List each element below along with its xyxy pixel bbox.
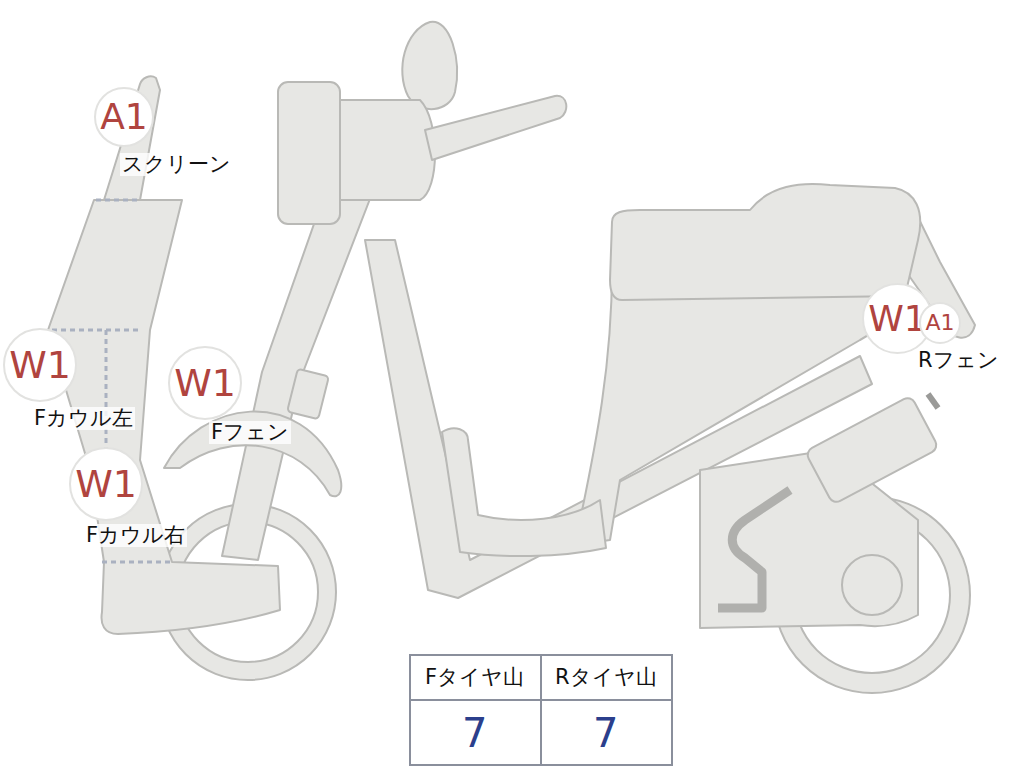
part-name: Fカウル右 — [84, 524, 187, 547]
seat — [610, 184, 920, 300]
callout-circle: A1 — [919, 302, 961, 344]
callout-circle: A1 — [94, 87, 154, 147]
callout-circle: W1 — [168, 346, 242, 420]
table-header: Fタイヤ山 — [425, 666, 524, 689]
part-name: スクリーン — [120, 153, 233, 176]
callout-code: A1 — [925, 312, 954, 334]
callout-circle: W1 — [3, 328, 77, 402]
table-value: 7 — [462, 711, 487, 755]
handlebar-grip — [425, 96, 566, 160]
exhaust-pipe — [718, 490, 790, 608]
front-fender — [164, 412, 341, 497]
callout-code: W1 — [174, 364, 236, 402]
callout-code: W1 — [868, 301, 927, 337]
callout-code: A1 — [100, 99, 148, 135]
headlight — [278, 82, 340, 224]
table-header: Rタイヤ山 — [555, 666, 657, 689]
fork-joint — [287, 369, 329, 419]
part-name: Fカウル左 — [32, 407, 135, 430]
part-name: Fフェン — [209, 421, 291, 444]
table-value: 7 — [593, 711, 618, 755]
part-name: Rフェン — [916, 349, 1001, 372]
handle-cover — [330, 100, 435, 200]
callout-circle: W1 — [69, 447, 143, 521]
floor — [442, 428, 606, 556]
mirror — [402, 22, 457, 109]
callout-code: W1 — [9, 346, 71, 384]
muffler-tip — [928, 394, 938, 408]
rear-hub — [842, 555, 902, 615]
tire-table — [410, 655, 672, 765]
callout-code: W1 — [75, 465, 137, 503]
muffler — [805, 395, 939, 504]
